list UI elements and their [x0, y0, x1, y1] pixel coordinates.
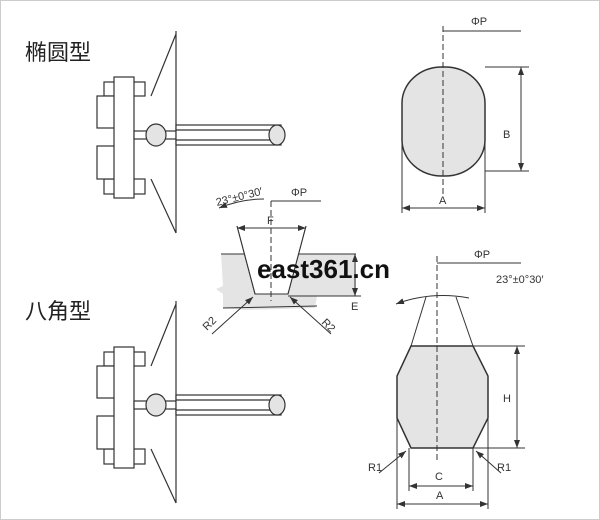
octagon-h-label: H — [503, 393, 511, 405]
oval-b-label: B — [503, 129, 510, 141]
watermark: east361.cn — [257, 254, 390, 284]
octagon-a-label: A — [436, 490, 444, 502]
groove-r2-right-label: R2 — [319, 317, 337, 335]
oval-section — [401, 26, 529, 213]
octagon-flange-assembly — [96, 300, 286, 504]
oval-a-label: A — [439, 195, 447, 207]
octagon-r1-left-label: R1 — [368, 462, 382, 474]
groove-p-label: ΦP — [291, 187, 307, 199]
oval-flange-assembly — [96, 30, 286, 234]
octagon-section — [378, 256, 525, 509]
groove-e-label: E — [351, 301, 358, 313]
octagon-r1-right-label: R1 — [497, 462, 511, 474]
oval-title: 椭圆型 — [25, 41, 92, 66]
groove-f-label: F — [267, 215, 274, 227]
octagon-c-label: C — [435, 471, 443, 483]
oval-p-label: ΦP — [471, 16, 487, 28]
octagon-angle-label: 23°±0°30′ — [496, 274, 544, 286]
octagon-title: 八角型 — [25, 300, 92, 325]
groove-detail — [211, 198, 361, 335]
octagon-p-label: ΦP — [474, 249, 490, 261]
groove-angle-label: 23°±0°30′ — [215, 186, 264, 209]
